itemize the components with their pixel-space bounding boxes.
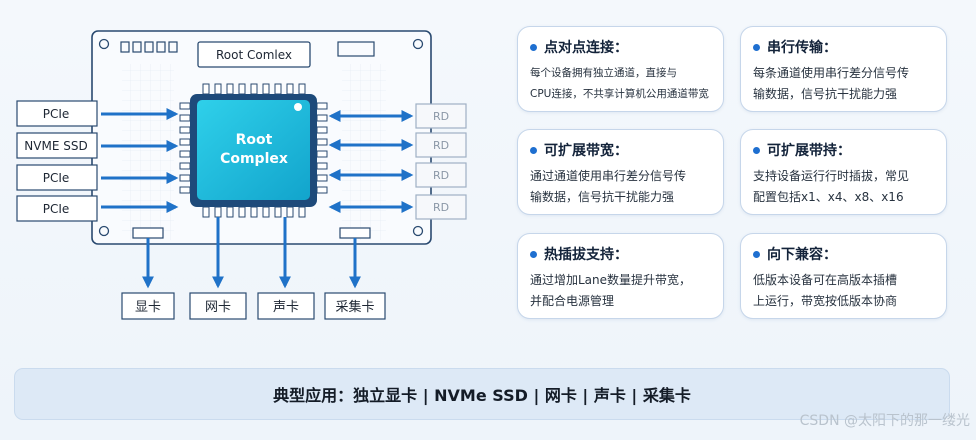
card-line: 每个设备拥有独立通道，直接与 — [530, 67, 677, 79]
bottom-connector — [132, 227, 164, 239]
left-slot-label: PCIe — [43, 107, 70, 121]
typical-applications-banner: 典型应用：独立显卡 | NVMe SSD | 网卡 | 声卡 | 采集卡 — [14, 368, 950, 420]
device-box — [189, 292, 247, 320]
mount-hole — [98, 225, 110, 237]
card-line: 通过增加Lane数量提升带宽， — [530, 273, 692, 287]
card-title: 点对点连接： — [544, 40, 628, 56]
banner-text: 典型应用：独立显卡 | NVMe SSD | 网卡 | 声卡 | 采集卡 — [273, 386, 691, 405]
card-line: 每条通道使用串行差分信号传 — [753, 66, 910, 80]
left-slot-label: NVME SSD — [24, 139, 87, 153]
left-slot — [16, 164, 98, 191]
right-slot — [415, 132, 467, 158]
card-title: 热插拔支持： — [544, 247, 628, 263]
right-slot-label: RD — [433, 169, 449, 182]
left-slot — [16, 195, 98, 222]
mount-hole — [412, 225, 424, 237]
right-slot-label: RD — [433, 110, 449, 123]
bullet-dot-icon — [753, 146, 760, 154]
device-box — [121, 292, 175, 320]
device-label: 网卡 — [205, 300, 231, 315]
left-slot-label: PCIe — [43, 202, 70, 216]
card-line: 配置包括x1、x4、x8、x16 — [753, 190, 904, 204]
card-title: 可扩展带宽： — [544, 143, 628, 159]
device-box — [257, 292, 315, 320]
bullet-dot-icon — [530, 146, 537, 154]
board-title-box — [197, 41, 311, 68]
right-slot-label: RD — [433, 201, 449, 214]
bottom-connector — [339, 227, 371, 239]
mount-hole — [412, 38, 424, 50]
card-line: 输数据，信号抗干扰能力强 — [530, 190, 675, 204]
card-line: 支持设备运行行时插拔，常见 — [753, 169, 910, 183]
device-label: 声卡 — [273, 300, 299, 315]
right-slot — [415, 162, 467, 188]
card-title: 串行传输： — [767, 40, 837, 56]
board-grid-left — [122, 64, 174, 240]
device-label: 采集卡 — [335, 299, 374, 315]
card-line: CPU连接，不共享计算机公用通道带宽 — [530, 88, 709, 100]
feature-card-scalable-bandwidth: 可扩展带宽： 通过通道使用串行差分信号传 输数据，信号抗干扰能力强 — [517, 129, 724, 215]
feature-card-backward-compat: 向下兼容： 低版本设备可在高版本插槽 上运行，带宽按低版本协商 — [740, 233, 947, 319]
watermark: CSDN @太阳下的那一缕光 — [799, 413, 970, 429]
feature-card-scalable-support: 可扩展带持： 支持设备运行行时插拔，常见 配置包括x1、x4、x8、x16 — [740, 129, 947, 215]
bullet-dot-icon — [753, 43, 760, 51]
card-line: 并配合电源管理 — [530, 294, 615, 308]
bullet-dot-icon — [530, 250, 537, 258]
board-grid-right — [342, 64, 386, 240]
feature-card-hot-plug: 热插拔支持： 通过增加Lane数量提升带宽， 并配合电源管理 — [517, 233, 724, 319]
right-header — [337, 41, 375, 57]
root-complex-chip — [197, 100, 310, 200]
card-line: 低版本设备可在高版本插槽 — [753, 273, 898, 287]
chip-label-line2: Complex — [220, 151, 288, 167]
card-title: 向下兼容： — [767, 247, 837, 263]
link-arrows-vertical — [142, 217, 361, 289]
mount-hole — [98, 38, 110, 50]
header-pins — [120, 41, 178, 53]
bullet-dot-icon — [753, 250, 760, 258]
feature-card-serial: 串行传输： 每条通道使用串行差分信号传 输数据，信号抗干扰能力强 — [740, 26, 947, 112]
right-slot — [415, 103, 467, 129]
device-label: 显卡 — [135, 300, 161, 315]
card-title: 可扩展带持： — [767, 143, 851, 159]
right-slot — [415, 194, 467, 220]
right-slot-label: RD — [433, 139, 449, 152]
device-box — [324, 292, 386, 320]
chip-dot — [294, 103, 302, 111]
feature-card-point-to-point: 点对点连接： 每个设备拥有独立通道，直接与 CPU连接，不共享计算机公用通道带宽 — [517, 26, 724, 112]
board-title: Root Comlex — [216, 48, 292, 62]
chip-label-line1: Root — [236, 132, 273, 148]
card-line: 输数据，信号抗干扰能力强 — [753, 87, 898, 101]
left-slot — [16, 100, 98, 127]
link-arrows-horizontal — [101, 108, 414, 213]
card-line: 通过通道使用串行差分信号传 — [530, 169, 687, 183]
bullet-dot-icon — [530, 43, 537, 51]
card-line: 上运行，带宽按低版本协商 — [753, 294, 898, 308]
left-slot — [16, 132, 98, 159]
left-slot-label: PCIe — [43, 171, 70, 185]
